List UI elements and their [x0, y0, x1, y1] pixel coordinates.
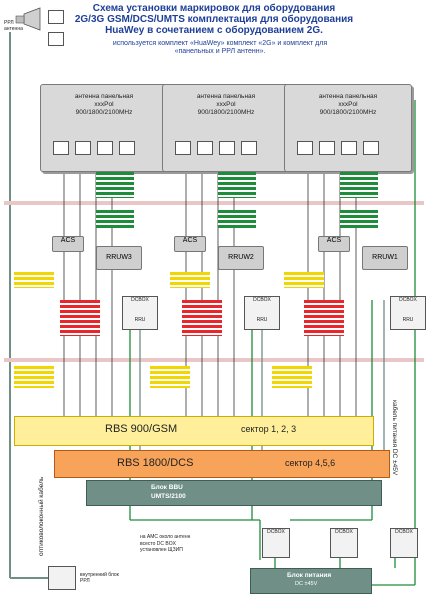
antenna-3-line-1: антенна панельная [318, 93, 378, 100]
antenna-panel-3: антенна панельная xxxPol 900/1800/2100MH… [284, 84, 412, 172]
yellow-markers-3 [284, 272, 324, 288]
yellow-markers-6 [272, 366, 312, 388]
inner-rrl-unit [48, 566, 76, 590]
amc-note-line-3: установлен ЩЗИП [140, 547, 183, 553]
amc-note-line-2: всесто DC BOX [140, 540, 176, 547]
antenna-1-line-3: 900/1800/2100MHz [75, 109, 133, 116]
antenna-1-marker [119, 141, 135, 155]
antenna-3-line-3: 900/1800/2100MHz [319, 109, 377, 116]
title-line-2: 2G/3G GSM/DCS/UMTS комплектация для обор… [74, 14, 354, 25]
dcbox-upper-3-label: DCBOX [399, 297, 417, 303]
rruw3-box: RRUW3 [96, 246, 142, 270]
acs-box-1: ACS [52, 236, 84, 252]
amc-note-line-1: на АМС около антенн [140, 534, 191, 540]
acs-box-2: ACS [174, 236, 206, 252]
page-title: Схема установки маркировок для оборудова… [0, 3, 428, 36]
dcbox-upper-2: DCBOX RRU [244, 296, 280, 330]
yellow-markers-1 [14, 272, 54, 288]
red-markers-2 [182, 300, 222, 336]
rbs-1800-label: RBS 1800/DCS [117, 457, 194, 469]
dcbox-lower-2-label: DCBOX [335, 529, 353, 535]
power-block: Блок питания DC ±45V [250, 568, 372, 594]
dcbox-upper-3-rru: RRU [402, 317, 414, 323]
antenna-panel-1: антенна панельная xxxPol 900/1800/2100MH… [40, 84, 168, 172]
green-markers-2 [218, 172, 256, 198]
rrl-antenna-icon [24, 8, 40, 30]
rbs-900-gsm-block: RBS 900/GSM сектор 1, 2, 3 [14, 416, 374, 446]
rrl-marker-1 [48, 10, 64, 24]
subtitle-line-1: используется комплект «HuaWey» комплект … [112, 40, 328, 47]
antenna-3-marker [297, 141, 313, 155]
rbs-1800-dcs-block: RBS 1800/DCS сектор 4,5,6 [54, 450, 390, 478]
rbs-900-label: RBS 900/GSM [105, 423, 178, 435]
acs-box-3: ACS [318, 236, 350, 252]
antenna-2-line-1: антенна панельная [196, 93, 256, 100]
rruw2-box: RRUW2 [218, 246, 264, 270]
antenna-3-line-2: xxxPol [338, 101, 358, 108]
red-markers-1 [60, 300, 100, 336]
subtitle-line-2: «панельных и РРЛ антенн». [174, 48, 266, 55]
bbu-line-2: UMTS/2100 [151, 493, 186, 500]
fiber-cable-label: оптиковолоконный кабель [38, 476, 45, 556]
antenna-2-marker [175, 141, 191, 155]
page-subtitle: используется комплект «HuaWey» комплект … [60, 40, 380, 56]
fiber-cable-anchor: оптиковолоконный кабель [38, 477, 45, 557]
antenna-2-line-3: 900/1800/2100MHz [197, 109, 255, 116]
green-markers-3 [340, 172, 378, 198]
dcbox-lower-2: DCBOX [330, 528, 358, 558]
dcbox-upper-3: DCBOX RRU [390, 296, 426, 330]
antenna-2-marker [219, 141, 235, 155]
yellow-markers-5 [150, 366, 190, 388]
rrl-marker-2 [48, 32, 64, 46]
antenna-2-marker [241, 141, 257, 155]
dcbox-upper-1-rru: RRU [134, 317, 146, 323]
antenna-2-marker [197, 141, 213, 155]
power-line-1: Блок питания [287, 572, 332, 579]
green-markers-6 [340, 210, 378, 228]
dcbox-upper-2-label: DCBOX [253, 297, 271, 303]
title-line-1: Схема установки маркировок для оборудова… [92, 3, 336, 14]
title-line-3: HuaWey в сочетанием с оборудованием 2G. [105, 25, 323, 36]
dcbox-lower-3: DCBOX [390, 528, 418, 558]
antenna-3-marker [341, 141, 357, 155]
dcbox-upper-1: DCBOX RRU [122, 296, 158, 330]
power-cable-anchor: кабель питания DC ±45V [391, 400, 408, 475]
amc-note: на АМС около антенн всесто DC BOX устано… [140, 534, 190, 554]
antenna-1-line-2: xxxPol [94, 101, 114, 108]
yellow-markers-2 [170, 272, 210, 288]
inner-rrl-label: внутренний блок РРЛ [80, 572, 119, 584]
rbs-1800-sector: сектор 4,5,6 [285, 458, 336, 468]
antenna-1-marker [75, 141, 91, 155]
bbu-block: Блок BBU UMTS/2100 [86, 480, 382, 506]
power-cable-label: кабель питания DC ±45V [391, 400, 398, 476]
antenna-1-marker [53, 141, 69, 155]
green-markers-5 [218, 210, 256, 228]
green-markers-4 [96, 210, 134, 228]
dcbox-upper-2-rru: RRU [256, 317, 268, 323]
yellow-markers-4 [14, 366, 54, 388]
antenna-3-marker [319, 141, 335, 155]
dcbox-upper-1-label: DCBOX [131, 297, 149, 303]
bbu-line-1: Блок BBU [151, 484, 183, 491]
power-line-2: DC ±45V [295, 581, 318, 587]
green-markers-1 [96, 172, 134, 198]
dcbox-lower-1-label: DCBOX [267, 529, 285, 535]
rrl-antenna-label: РРЛ антенна [4, 20, 23, 32]
dcbox-lower-3-label: DCBOX [395, 529, 413, 535]
antenna-2-line-2: xxxPol [216, 101, 236, 108]
antenna-3-marker [363, 141, 379, 155]
antenna-panel-2: антенна панельная xxxPol 900/1800/2100MH… [162, 84, 290, 172]
red-markers-3 [304, 300, 344, 336]
antenna-1-line-1: антенна панельная [74, 93, 134, 100]
rbs-900-sector: сектор 1, 2, 3 [241, 424, 297, 434]
rruw1-box: RRUW1 [362, 246, 408, 270]
dcbox-lower-1: DCBOX [262, 528, 290, 558]
antenna-1-marker [97, 141, 113, 155]
